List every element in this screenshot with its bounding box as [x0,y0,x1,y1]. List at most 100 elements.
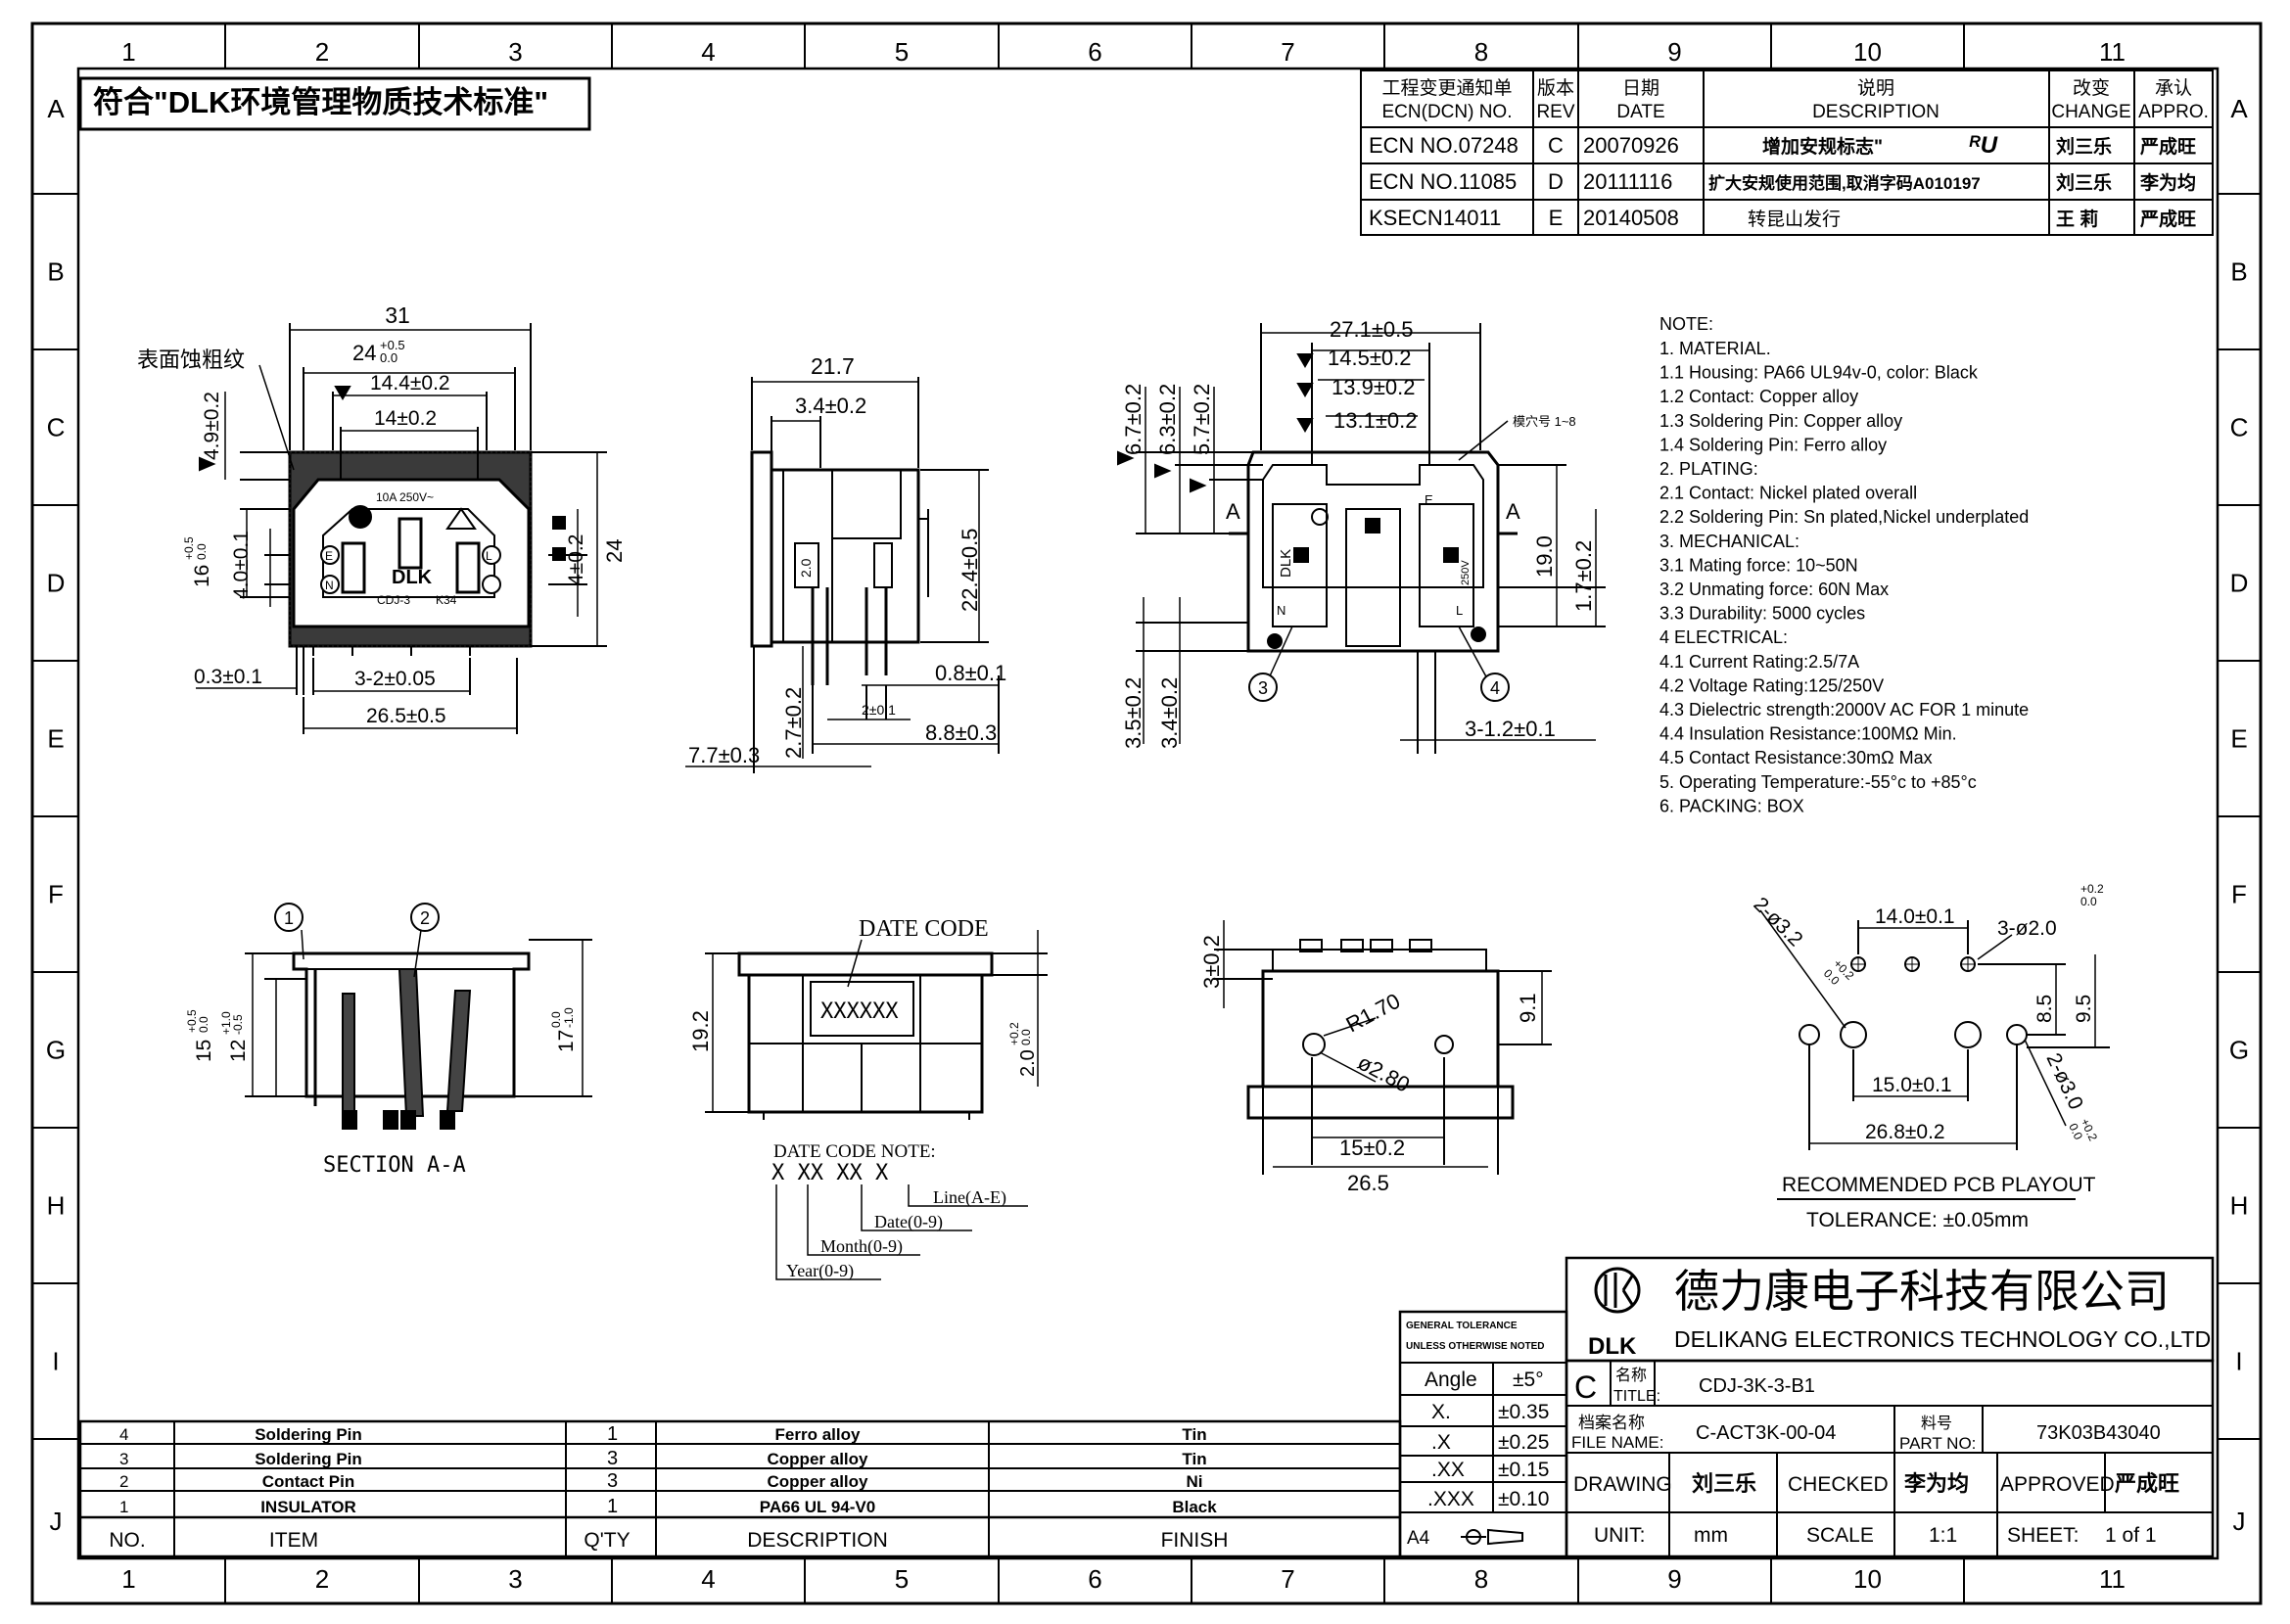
tol-angle-val: ±5° [1513,1369,1544,1391]
pcb-dim-14: 14.0±0.1 [1875,905,1955,928]
dim-width-31: 31 [385,302,410,328]
scale-label: SCALE [1806,1524,1874,1547]
tol-angle-key: Angle [1425,1369,1477,1391]
rev-date: 20140508 [1583,206,1679,230]
grid-row-right-I: I [2235,1347,2242,1376]
dim-16: 16 [191,565,213,587]
dim-12-minus: -0.5 [231,1014,245,1035]
grid-row-left-J: J [50,1507,63,1536]
rear-pin-l: L [1456,603,1463,618]
bom-header: DESCRIPTION [747,1529,888,1552]
checked-label: CHECKED [1788,1473,1889,1496]
rev-header-desc-en: DESCRIPTION [1812,102,1939,122]
grid-row-left-G: G [46,1036,66,1065]
grid-row-left-F: F [48,880,64,909]
note-line: 3.3 Durability: 5000 cycles [1659,604,1865,624]
revision-table [1360,70,2214,236]
grid-col-bottom-1: 1 [121,1564,135,1594]
sheet-value: 1 of 1 [2105,1524,2157,1547]
grid-col-top-11: 11 [2099,37,2126,67]
dim-24-plus: +0.5 [380,338,405,352]
dim-3-5: 3.5±0.2 [1121,677,1145,749]
cavity-label: 模穴号 1~8 [1513,414,1576,429]
note-line: 4.5 Contact Resistance:30mΩ Max [1659,748,1933,767]
rev-ecn: KSECN14011 [1369,206,1501,230]
date-code-note-title: DATE CODE NOTE: [773,1141,936,1162]
rev-letter: D [1548,169,1564,194]
section-view-labels: SECTION A-A 1 2 15 +0.5 0.0 12 +1.0 -0.5… [185,908,578,1178]
grid-col-top-9: 9 [1667,37,1681,67]
file-label-en: FILE NAME: [1571,1433,1663,1452]
grid-row-right-F: F [2231,880,2247,909]
rev-description: 增加安规标志" [1762,135,1883,158]
section-view [245,903,592,1130]
pcb-dim-3-d2-minus: 0.0 [2080,895,2097,908]
pcb-dim-8-5: 8.5 [2033,995,2056,1023]
dim-26-5: 26.5±0.5 [366,705,446,727]
grid-col-top-2: 2 [315,37,329,67]
title-block [1398,1256,2215,1558]
note-line: 4.4 Insulation Resistance:100MΩ Min. [1659,724,1957,744]
rev-appro: 严成旺 [2140,135,2196,158]
logo-text: DLK [1588,1333,1637,1360]
dim-15-plus: +0.5 [185,1009,199,1033]
socket-model: CDJ-3 [377,593,410,607]
legend-date: Date(0-9) [874,1212,943,1232]
compliance-banner-box [78,76,591,131]
dim-3-1-2: 3-1.2±0.1 [1465,717,1556,741]
date-code-title: DATE CODE [859,916,989,942]
pcb-tolerance: TOLERANCE: ±0.05mm [1806,1209,2029,1231]
note-line: 4.3 Dielectric strength:2000V AC FOR 1 m… [1659,700,2029,719]
tol-2dp-key: .XX [1431,1459,1465,1481]
dim-2: 2±0.1 [862,702,896,718]
rev-header-appro-en: APPRO. [2138,102,2209,122]
bom-header: NO. [109,1529,145,1552]
date-code-view [705,930,1048,1280]
bom-cell: 3 [119,1450,128,1468]
bom-table [78,1419,1402,1558]
tol-x-key: X. [1431,1401,1451,1423]
grid-row-left-E: E [47,724,64,754]
general-tolerance: GENERAL TOLERANCE [1406,1321,1518,1331]
file-value: C-ACT3K-00-04 [1696,1422,1836,1444]
note-line: 1.2 Contact: Copper alloy [1659,387,1858,406]
dim-14-4: 14.4±0.2 [370,372,450,394]
dim-14-5: 14.5±0.2 [1328,346,1411,370]
bom-cell: Ferro alloy [775,1425,861,1444]
rev-header-change-en: CHANGE [2051,102,2130,122]
dim-27-1: 27.1±0.5 [1330,317,1413,342]
tol-2dp-val: ±0.15 [1498,1459,1549,1481]
bom-cell: Soldering Pin [255,1450,362,1468]
bom-cell: PA66 UL 94-V0 [760,1498,875,1516]
notes-block: NOTE:1. MATERIAL.1.1 Housing: PA66 UL94v… [1659,314,2029,815]
note-line: 2.2 Soldering Pin: Sn plated,Nickel unde… [1659,507,2029,527]
dim-3-4: 3.4±0.2 [795,394,866,418]
side-view [685,377,1000,773]
grid-row-right-B: B [2230,257,2247,287]
note-line: 1.4 Soldering Pin: Ferro alloy [1659,435,1887,454]
dim-22-4: 22.4±0.5 [958,529,982,612]
grid-col-bottom-10: 10 [1853,1564,1882,1594]
note-line: 3.1 Mating force: 10~50N [1659,555,1858,575]
title-value: CDJ-3K-3-B1 [1699,1375,1815,1397]
unit-value: mm [1694,1524,1728,1547]
pin-n: N [325,579,334,592]
dim-2-0-date: 2.0 [1017,1049,1039,1077]
bom-cell: 1 [607,1423,618,1445]
note-line: 2. PLATING: [1659,459,1758,479]
part-label-en: PART NO: [1899,1434,1976,1453]
grid-row-right-E: E [2230,724,2247,754]
rear-view-labels: 27.1±0.5 14.5±0.2 13.9±0.2 13.1±0.2 6.7±… [1121,317,1596,749]
dim-8-8: 8.8±0.3 [925,720,997,745]
note-line: 3. MECHANICAL: [1659,532,1799,551]
grid-col-top-1: 1 [121,37,135,67]
pcb-title: RECOMMENDED PCB PLAYOUT [1782,1174,2096,1196]
dim-4-0: 4.0±0.1 [230,531,253,599]
dim-6-7: 6.7±0.2 [1121,384,1145,455]
dim-3-2: 3-2±0.05 [354,668,436,690]
bom-cell: Soldering Pin [255,1425,362,1444]
rev-header-rev-cn: 版本 [1537,77,1574,99]
tol-3dp-val: ±0.10 [1498,1488,1549,1510]
side-view-labels: 21.7 3.4±0.2 22.4±0.5 2.0 0.8±0.1 2.7±0.… [688,353,1006,767]
